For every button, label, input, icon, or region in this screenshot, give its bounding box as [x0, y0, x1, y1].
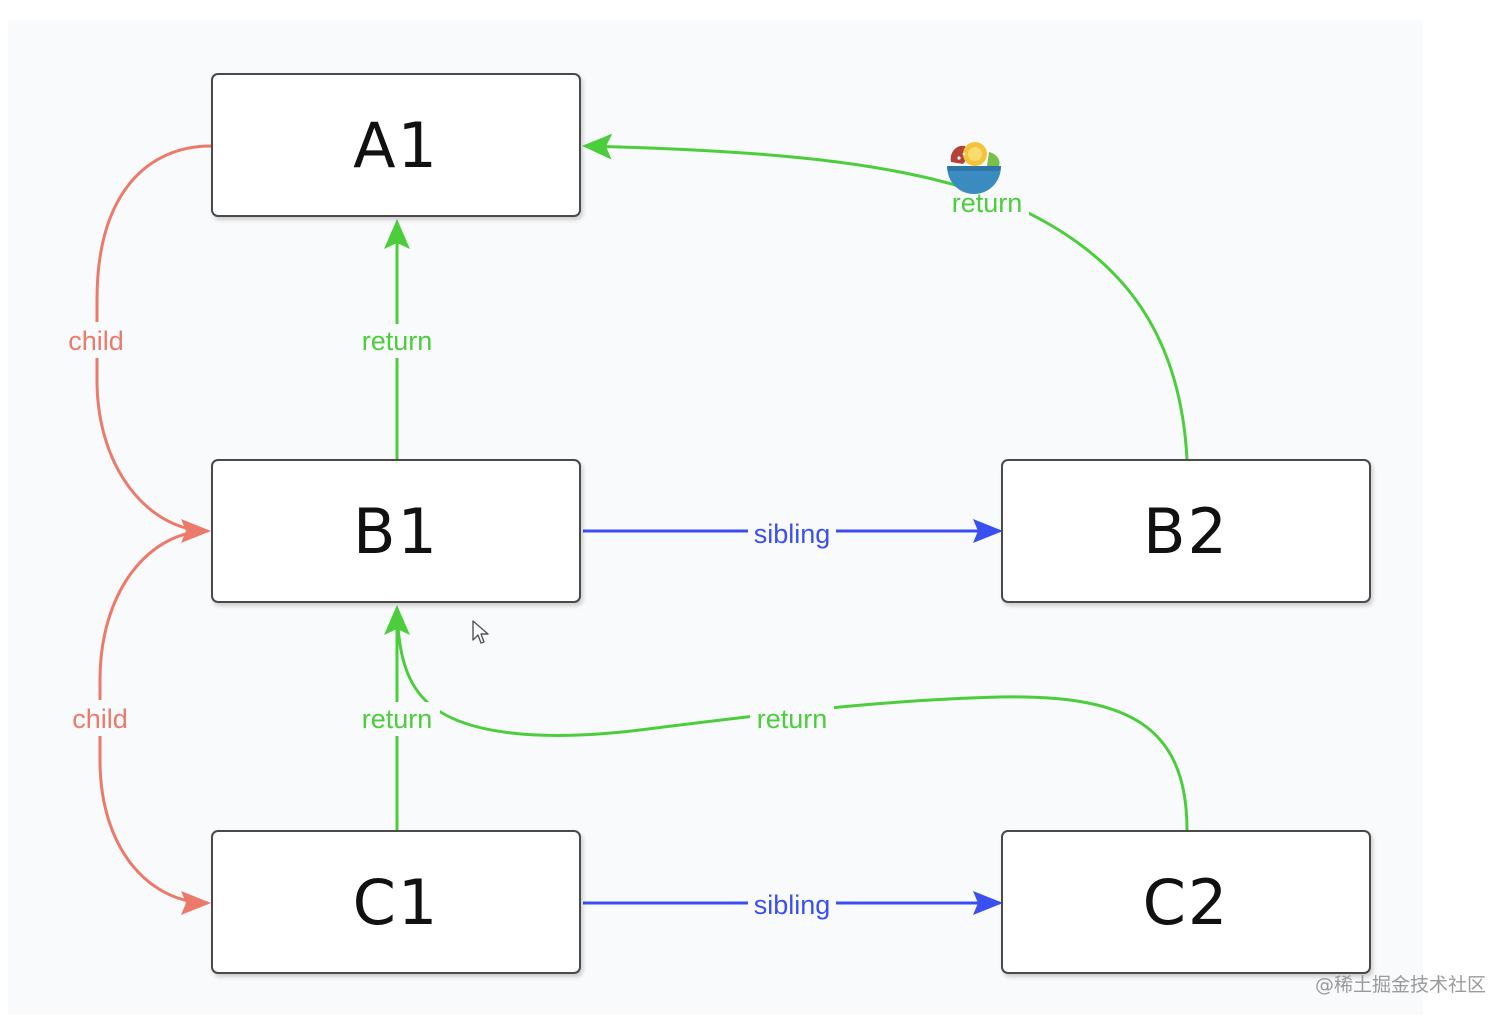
edge-b2-a1-return — [582, 133, 1189, 460]
label-b1-b2-sibling: sibling — [754, 519, 831, 549]
node-c2: C2 — [1001, 830, 1371, 974]
label-c1-b1-return: return — [362, 704, 433, 734]
node-c1-label: C1 — [352, 865, 440, 939]
label-c1-c2-sibling: sibling — [754, 890, 831, 920]
cursor-icon — [472, 620, 489, 644]
label-a1-b1-child: child — [68, 326, 124, 356]
node-b2: B2 — [1001, 459, 1371, 603]
edge-c2-b1-return — [395, 607, 1189, 831]
edge-b1-c1-child — [98, 529, 211, 915]
node-a1: A1 — [211, 73, 581, 217]
node-b1-label: B1 — [353, 494, 439, 568]
label-c2-b1-return: return — [757, 704, 828, 734]
node-c1: C1 — [211, 830, 581, 974]
node-a1-label: A1 — [353, 108, 439, 182]
label-b1-c1-child: child — [72, 704, 128, 734]
node-c2-label: C2 — [1142, 865, 1230, 939]
node-b1: B1 — [211, 459, 581, 603]
watermark: @稀土掘金技术社区 — [1314, 974, 1486, 996]
fruit-bowl-icon — [947, 142, 1001, 194]
label-b1-a1-return: return — [362, 326, 433, 356]
label-b2-a1-return: return — [952, 188, 1023, 218]
node-b2-label: B2 — [1143, 494, 1229, 568]
